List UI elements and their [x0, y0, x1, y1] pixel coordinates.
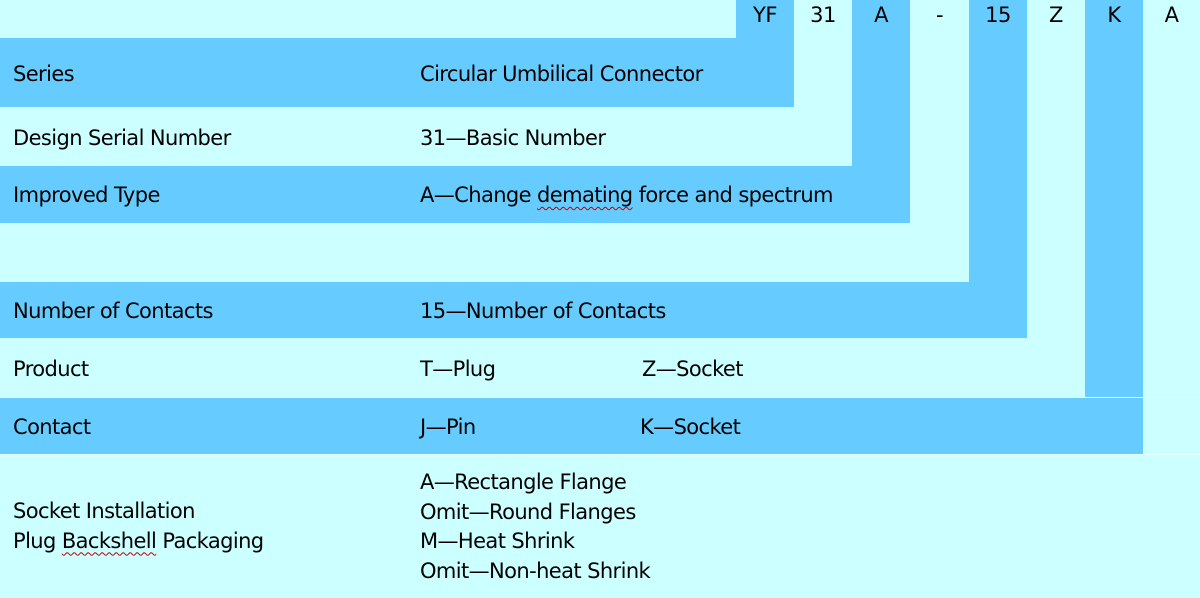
- product-option-plug: T—Plug: [420, 357, 496, 381]
- installation-label-line1: Socket Installation: [13, 499, 195, 523]
- improved-type-row-band: [0, 166, 910, 223]
- series-row-band: [0, 38, 794, 107]
- series-desc: Circular Umbilical Connector: [420, 62, 703, 86]
- installation-option: Omit—Non-heat Shrink: [420, 558, 651, 583]
- improved-type-desc-suffix: force and spectrum: [632, 183, 834, 207]
- installation-label-line2: Plug Backshell Packaging: [13, 528, 264, 553]
- spellcheck-flagged-word: demating: [537, 183, 633, 207]
- code-segment-dash: -: [935, 3, 944, 27]
- product-label: Product: [13, 357, 89, 381]
- code-segment-design: 31: [810, 3, 836, 27]
- product-option-socket: Z—Socket: [642, 357, 743, 381]
- code-segment-contacts: 15: [985, 3, 1011, 27]
- improved-type-label: Improved Type: [13, 183, 160, 207]
- code-segment-product: Z: [1049, 3, 1063, 27]
- spellcheck-flagged-word: Backshell: [61, 528, 157, 553]
- contact-type-row-band: [0, 398, 1143, 454]
- contacts-count-desc: 15—Number of Contacts: [420, 299, 666, 323]
- row-separator: [0, 454, 1200, 455]
- contact-option-socket: K—Socket: [640, 415, 741, 439]
- code-segment-installation: A: [1164, 3, 1179, 27]
- improved-type-desc-prefix: A—Change: [420, 183, 538, 207]
- code-segment-series: YF: [753, 3, 777, 27]
- code-segment-improved: A: [874, 3, 888, 27]
- contacts-count-column-band: [969, 0, 1027, 338]
- improved-type-desc: A—Change demating force and spectrum: [420, 180, 834, 210]
- installation-label: Socket Installation Plug Backshell Packa…: [13, 497, 264, 556]
- design-serial-desc: 31—Basic Number: [420, 126, 606, 150]
- code-segment-contact: K: [1107, 3, 1121, 27]
- design-serial-label: Design Serial Number: [13, 126, 231, 150]
- contact-type-column-band: [1085, 0, 1143, 397]
- series-label: Series: [13, 62, 75, 86]
- installation-option: A—Rectangle Flange: [420, 470, 627, 494]
- contact-option-pin: J—Pin: [420, 415, 476, 439]
- row-separator: [0, 397, 1200, 398]
- contact-label: Contact: [13, 415, 91, 439]
- contacts-count-label: Number of Contacts: [13, 299, 213, 323]
- contacts-count-row-band: [0, 282, 1027, 338]
- installation-option: Omit—Round Flanges: [420, 499, 636, 524]
- installation-option: M—Heat Shrink: [420, 529, 575, 553]
- installation-options: A—Rectangle Flange Omit—Round Flanges M—…: [420, 468, 651, 586]
